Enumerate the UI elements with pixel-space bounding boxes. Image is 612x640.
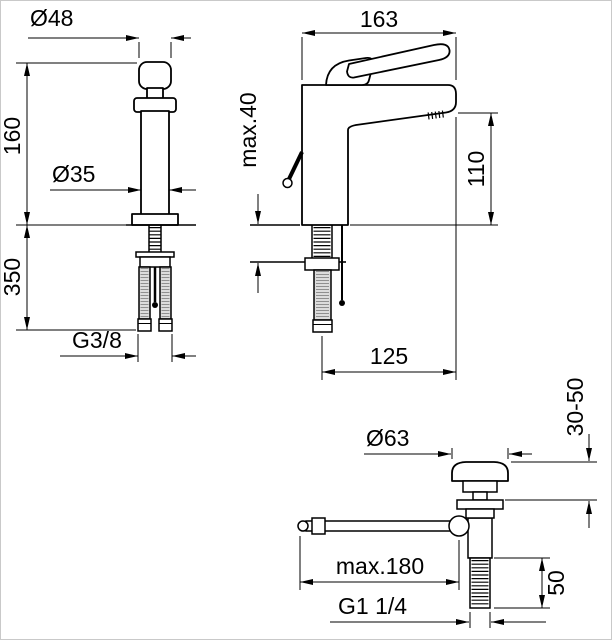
dim-label-side-spout-height: 110 (463, 151, 489, 188)
side-deck-section (250, 224, 498, 263)
dimension-front-hose-length: 350 (0, 224, 136, 331)
drain-plug-skirt (462, 480, 498, 493)
front-under-deck-parts (135, 225, 175, 332)
front-mounting-nut (139, 256, 171, 268)
drain-plug-cap (451, 461, 509, 482)
side-mounting-nut (304, 257, 340, 271)
side-hose-fitting (312, 319, 333, 333)
dimension-side-depth: 163 (301, 6, 457, 80)
side-body-spout (301, 84, 457, 226)
front-hose-fitting-left (137, 318, 152, 332)
front-body-column (140, 110, 170, 216)
faucet-side-outline (282, 43, 457, 226)
dim-label-side-projection: 125 (370, 343, 408, 369)
dimension-drain-adjust-range: 30-50 (505, 378, 597, 528)
drain-horizontal-rod (305, 520, 453, 532)
side-lever-handle (346, 43, 451, 79)
dim-label-front-base-diameter: Ø35 (52, 161, 95, 187)
front-hose-fitting-right (158, 318, 173, 332)
dimension-side-projection: 125 (321, 117, 457, 380)
drain-rod-adjuster (311, 517, 326, 535)
dimension-front-thread: G3/8 (60, 327, 196, 362)
side-under-deck-parts (304, 225, 345, 333)
faucet-front-outline (126, 61, 196, 226)
drain-flange (456, 499, 504, 510)
dimension-side-deck-thickness: max.40 (235, 92, 261, 293)
drain-flange-neck (465, 508, 495, 519)
dim-label-drain-adjust-range: 30-50 (562, 378, 588, 437)
drain-waste-body (467, 517, 493, 559)
front-base-plate (131, 213, 179, 226)
dimension-front-base-diameter: Ø35 (50, 161, 196, 193)
dim-label-drain-plug-diameter: Ø63 (366, 425, 409, 451)
drain-body-outline (448, 461, 509, 609)
dimension-side-spout-height: 110 (458, 112, 498, 225)
dimension-front-height: 160 (0, 62, 137, 225)
dimension-drain-plug-diameter: Ø63 (364, 425, 532, 459)
side-pull-rod (287, 151, 304, 180)
dim-label-side-deck-thickness: max.40 (235, 92, 261, 167)
dim-label-front-height: 160 (0, 117, 25, 155)
drain-ball-joint (448, 515, 470, 537)
drain-view: Ø63 30-50 max.180 G1 1/4 50 (297, 378, 597, 628)
drain-rod-tip (297, 520, 309, 532)
drain-plug-stem (472, 491, 488, 501)
side-view: 163 max.40 110 125 (235, 6, 498, 380)
side-pull-rod-knob (282, 177, 293, 189)
drain-lever-rod (297, 517, 453, 535)
dimension-front-top-diameter: Ø48 (28, 5, 191, 58)
dimension-drain-tail-length: 50 (494, 557, 569, 609)
front-view: Ø48 160 350 Ø35 G3/8 (0, 5, 196, 362)
dim-label-drain-rod-length: max.180 (336, 553, 424, 579)
front-popup-rod-tip (152, 302, 158, 308)
dim-label-drain-thread: G1 1/4 (338, 593, 407, 619)
dimension-drain-thread: G1 1/4 (330, 593, 546, 628)
dim-label-front-hose-length: 350 (0, 258, 25, 296)
front-lever-collar (133, 97, 177, 113)
dim-label-drain-tail-length: 50 (543, 570, 569, 596)
dim-label-front-thread: G3/8 (72, 327, 122, 353)
dim-label-front-top-diameter: Ø48 (30, 5, 73, 31)
dim-label-side-depth: 163 (360, 6, 398, 32)
dimension-drain-rod-length: max.180 (299, 536, 460, 590)
drain-tailpiece (469, 557, 491, 609)
front-handle-knob (138, 61, 172, 90)
